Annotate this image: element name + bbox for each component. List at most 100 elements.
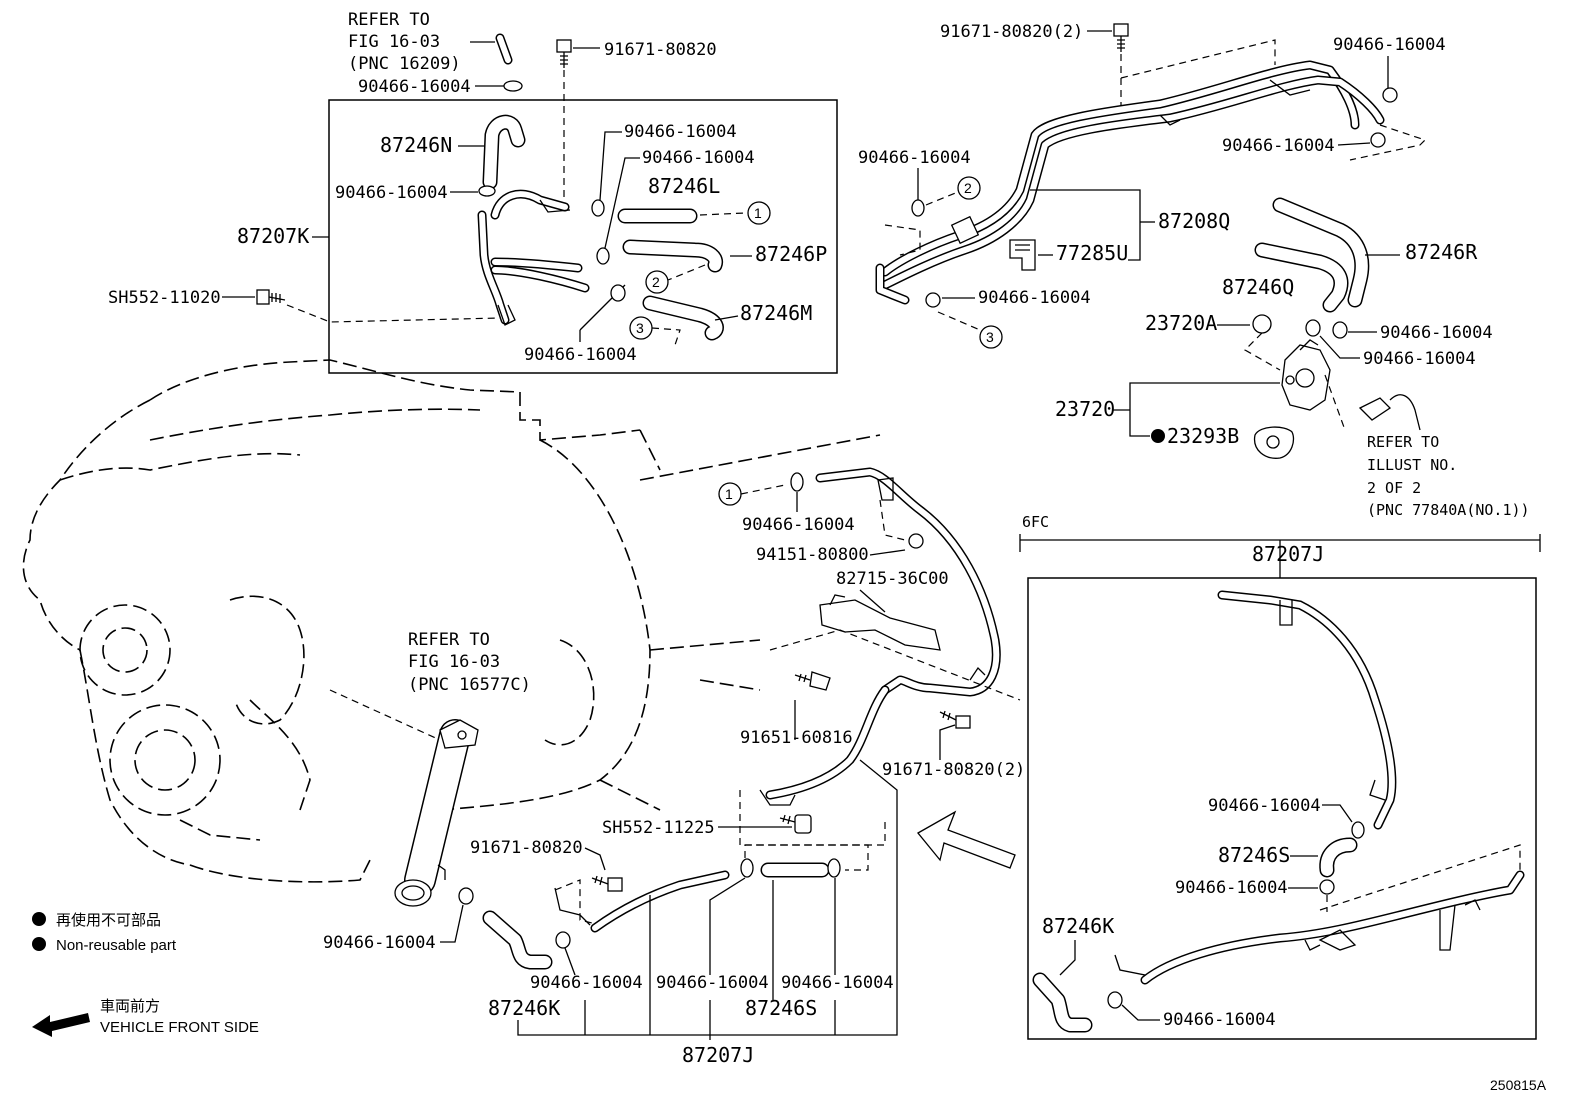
label-87207J-box: 87207J [1252, 542, 1324, 566]
label-87207J-low: 87207J [682, 1043, 754, 1067]
label-23293B: 23293B [1167, 424, 1239, 448]
bolt-SH552-11225 [779, 814, 812, 834]
legend-dot-jp [32, 912, 46, 926]
label-90466-c: 90466-16004 [624, 122, 737, 142]
circle-2-b-label: 2 [964, 180, 972, 196]
label-SH552-11225: SH552-11225 [602, 818, 715, 838]
bolt-91671-low [591, 875, 623, 892]
bolt-SH552-11020 [256, 289, 286, 305]
clamp-l [790, 472, 804, 492]
label-23720A: 23720A [1145, 311, 1217, 335]
legend-dot-en [32, 937, 46, 951]
label-90466-h: 90466-16004 [858, 148, 971, 168]
refer-top-line3: (PNC 16209) [348, 54, 461, 74]
label-90466-j: 90466-16004 [1380, 323, 1493, 343]
refer-mid-line1: REFER TO [408, 630, 490, 650]
label-87246S-low: 87246S [745, 996, 817, 1020]
label-90466-q: 90466-16004 [1208, 796, 1321, 816]
clamp-d [596, 247, 610, 265]
bolt-91671-2-top [1113, 23, 1129, 52]
label-91671-top: 91671-80820 [604, 40, 717, 60]
clamp-j [1305, 319, 1321, 337]
label-90466-n: 90466-16004 [530, 973, 643, 993]
clamp-a [503, 80, 523, 92]
label-87246K-low: 87246K [488, 996, 560, 1020]
direction-arrow-to-box [917, 810, 1016, 869]
clamp-o [827, 858, 841, 878]
label-90466-d: 90466-16004 [642, 148, 755, 168]
tag-6FC: 6FC [1022, 513, 1049, 531]
label-82715: 82715-36C00 [836, 569, 949, 589]
refer-right-line1: REFER TO [1367, 433, 1439, 451]
clamp-c [591, 199, 605, 217]
label-87246N: 87246N [380, 133, 452, 157]
tube-87207K [477, 189, 590, 326]
label-90466-f: 90466-16004 [1333, 35, 1446, 55]
label-87246Q: 87246Q [1222, 275, 1294, 299]
refer-right-line2: ILLUST NO. [1367, 456, 1457, 474]
label-91671-low: 91671-80820 [470, 838, 583, 858]
bolt-91671-2-mid [939, 710, 971, 729]
circle-1-a-label: 1 [754, 205, 762, 221]
clamp-h [911, 199, 925, 217]
clamp-n [740, 858, 754, 878]
label-90466-r: 90466-16004 [1175, 878, 1288, 898]
valve-23720 [1281, 339, 1331, 411]
label-87246S-box: 87246S [1218, 843, 1290, 867]
label-87246M: 87246M [740, 301, 812, 325]
bolt-91671-top [556, 39, 572, 68]
circle-3-b [979, 325, 1003, 349]
refer-mid-line3: (PNC 16577C) [408, 675, 531, 695]
circle-1-b-label: 1 [725, 486, 733, 502]
legend-nonreusable-en: Non-reusable part [56, 937, 177, 954]
label-87246P: 87246P [755, 242, 827, 266]
refer-top-line2: FIG 16-03 [348, 32, 440, 52]
clamp-b [478, 185, 496, 197]
label-87246K-box: 87246K [1042, 914, 1114, 938]
label-87208Q: 87208Q [1158, 209, 1230, 233]
circle-2-a-label: 2 [652, 274, 660, 290]
clamp-g [1370, 132, 1386, 148]
circle-2-b [957, 176, 981, 200]
label-90466-s: 90466-16004 [1163, 1010, 1276, 1030]
refer-right-line3: 2 OF 2 [1367, 479, 1421, 497]
label-87207K: 87207K [237, 224, 309, 248]
label-77285U: 77285U [1056, 241, 1128, 265]
label-87246R: 87246R [1405, 240, 1478, 264]
pipe-87207J-lower [554, 870, 730, 933]
clamp-k [1332, 321, 1348, 339]
circle-3-a-label: 3 [636, 320, 644, 336]
label-90466-p: 90466-16004 [781, 973, 894, 993]
label-94151: 94151-80800 [756, 545, 869, 565]
label-23720: 23720 [1055, 397, 1115, 421]
circle-1-a [747, 201, 771, 225]
connector-77840A [1358, 394, 1421, 431]
water-outlet-pipe [394, 719, 479, 907]
legend-direction-en: VEHICLE FRONT SIDE [100, 1019, 259, 1036]
clamp-s [1107, 991, 1123, 1009]
box-87207J [1027, 577, 1537, 1040]
legend-direction-jp: 車両前方 [100, 998, 160, 1015]
refer-right-line4: (PNC 77840A(NO.1)) [1367, 501, 1530, 519]
label-90466-e: 90466-16004 [524, 345, 637, 365]
clamp-i [925, 292, 941, 308]
clamp-q [1351, 821, 1365, 839]
label-90466-a: 90466-16004 [358, 77, 471, 97]
clamp-f [1382, 87, 1398, 103]
gasket-23720A [1252, 314, 1272, 334]
nut-94151 [908, 533, 924, 549]
legend-nonreusable-jp: 再使用不可部品 [56, 912, 161, 929]
label-91671-2-top: 91671-80820(2) [940, 22, 1083, 42]
clamp-e [610, 284, 626, 302]
pipe-87207J-box [1114, 590, 1525, 985]
figure-id: 250815A [1490, 1077, 1547, 1093]
label-91671-2-mid: 91671-80820(2) [882, 760, 1025, 780]
bracket-82715 [819, 594, 941, 651]
refer-top-line1: REFER TO [348, 10, 430, 30]
label-87246L: 87246L [648, 174, 720, 198]
refer-mid-line2: FIG 16-03 [408, 652, 500, 672]
engine-outline [22, 359, 881, 883]
clamp-r [1319, 879, 1335, 895]
bolt-91651 [794, 671, 831, 691]
